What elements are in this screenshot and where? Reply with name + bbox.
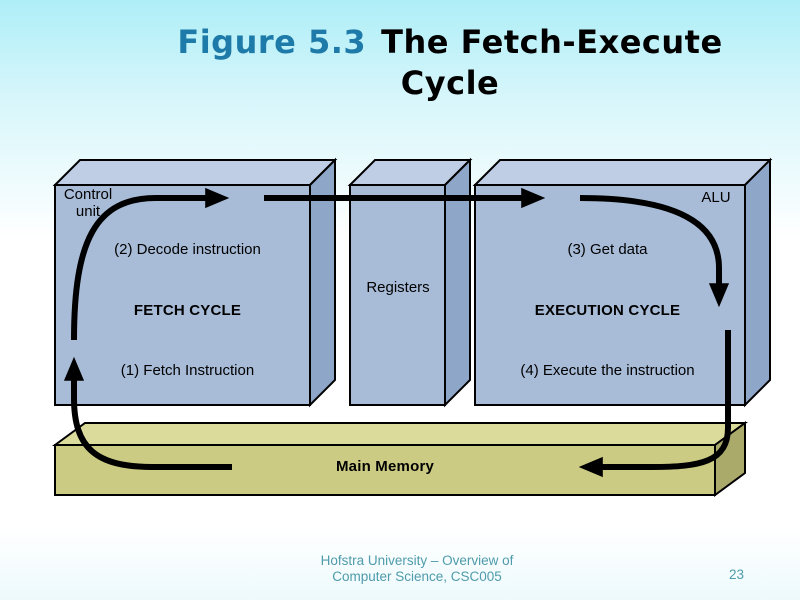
page-number: 23 [728, 567, 744, 582]
main-memory-box [51, 421, 749, 497]
alu-down-arrow [579, 195, 730, 308]
control-unit-box-top-face [52, 159, 338, 186]
alu-box-front-face [474, 184, 746, 406]
main-memory-box-top-face [51, 422, 749, 446]
fetch-cycle-label: FETCH CYCLE [133, 302, 242, 319]
footer-line-1: Hofstra University – Overview of [320, 553, 514, 568]
control-unit-box [52, 157, 338, 408]
alu-label: ALU [701, 189, 731, 206]
registers-box-front-face [349, 184, 446, 406]
slide-footer: Hofstra University – Overview of Compute… [34, 553, 800, 585]
registers-label: Registers [366, 279, 430, 296]
figure-number: Figure 5.3 [177, 23, 367, 61]
slide-title: Figure 5.3 The Fetch-Execute Cycle [100, 22, 800, 104]
registers-box [347, 157, 473, 408]
main-memory-label: Main Memory [335, 458, 435, 475]
step-4-execute-label: (4) Execute the instruction [520, 362, 695, 379]
slide-title-text: Figure 5.3 The Fetch-Execute Cycle [130, 22, 770, 104]
main-memory-box-front-face [54, 444, 716, 496]
alu-to-memory-arrow [578, 330, 731, 478]
alu-box [472, 157, 773, 408]
footer-line-2: Computer Science, CSC005 [332, 569, 502, 584]
memory-to-control-arrow [63, 356, 232, 470]
alu-box-side-face [744, 157, 771, 408]
title-text: The Fetch-Execute Cycle [381, 23, 723, 102]
execution-cycle-label: EXECUTION CYCLE [534, 302, 681, 319]
control-unit-loop-arrow [71, 187, 230, 341]
step-1-fetch-label: (1) Fetch Instruction [120, 362, 255, 379]
control-unit-box-front-face [54, 184, 311, 406]
alu-box-top-face [472, 159, 773, 186]
step-2-decode-label: (2) Decode instruction [114, 241, 261, 258]
step-3-get-data-label: (3) Get data [567, 241, 648, 258]
control-unit-label: Control unit [63, 186, 113, 220]
